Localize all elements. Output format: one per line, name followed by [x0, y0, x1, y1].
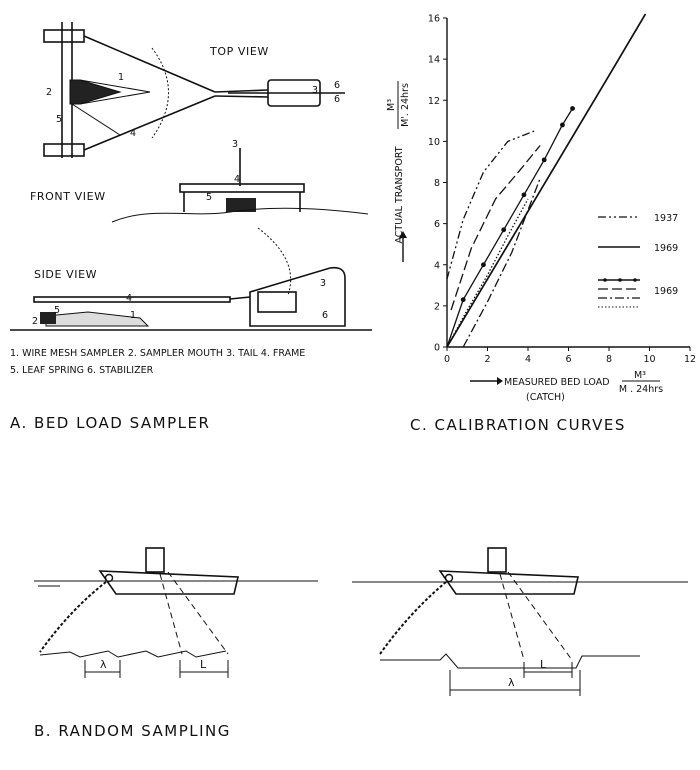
- parts-legend-line-2: 5. LEAF SPRING 6. STABILIZER: [10, 365, 154, 376]
- l-label-left: L: [200, 658, 207, 671]
- side-view-drawing: [10, 266, 372, 331]
- side-part-5-label: 5: [54, 305, 60, 316]
- sampling-scene-left: [34, 547, 318, 678]
- y-tick-label: 8: [434, 178, 440, 189]
- series-line-1969-long-dash: [450, 145, 541, 311]
- series-point: [521, 192, 527, 198]
- side-part-2-label: 2: [32, 316, 38, 327]
- part-2-label: 2: [46, 87, 52, 98]
- series-line-1937-dash-dot-dot: [446, 130, 535, 280]
- caption-a: A. BED LOAD SAMPLER: [10, 414, 210, 432]
- series-point: [570, 106, 575, 111]
- side-view-label: SIDE VIEW: [34, 268, 97, 281]
- y-tick-label: 0: [434, 343, 440, 354]
- front-view-label: FRONT VIEW: [30, 190, 106, 203]
- x-tick-label: 6: [565, 354, 571, 365]
- series-line-1969-solid: [446, 13, 647, 348]
- part-6b-label: 6: [334, 94, 340, 105]
- x-axis-sublabel: (CATCH): [526, 392, 565, 403]
- series-line-1969-solid-dots: [446, 108, 574, 348]
- side-part-1-label: 1: [130, 310, 136, 321]
- y-tick-label: 12: [428, 96, 440, 107]
- y-unit-den: M'. 24hrs: [400, 83, 411, 127]
- part-3-label: 3: [312, 85, 318, 96]
- front-part-4-label: 4: [234, 174, 240, 185]
- l-label-right: L: [540, 658, 547, 671]
- lambda-label-right: λ: [508, 676, 515, 689]
- top-view-label: TOP VIEW: [209, 45, 269, 58]
- side-part-4-label: 4: [126, 293, 132, 304]
- parts-legend-line-1: 1. WIRE MESH SAMPLER 2. SAMPLER MOUTH 3.…: [10, 348, 305, 359]
- part-1-label: 1: [118, 72, 124, 83]
- side-part-3-label: 3: [320, 278, 326, 289]
- part-5-label: 5: [56, 114, 62, 125]
- side-part-6-label: 6: [322, 310, 328, 321]
- y-tick-label: 2: [434, 301, 440, 312]
- x-axis-arrowhead: [497, 377, 503, 385]
- part-6-label: 6: [334, 80, 340, 91]
- y-tick-label: 4: [434, 260, 440, 271]
- x-axis-label: MEASURED BED LOAD: [504, 377, 610, 388]
- legend-1969-b: 1969: [654, 286, 678, 297]
- y-axis-unit: M³ M'. 24hrs: [386, 81, 411, 129]
- series-point: [541, 157, 547, 163]
- x-tick-label: 12: [684, 354, 696, 365]
- x-tick-label: 2: [484, 354, 490, 365]
- front-view-drawing: [111, 148, 369, 223]
- chart-axes: [399, 18, 690, 385]
- part-4-label: 4: [130, 128, 136, 139]
- legend-1937: 1937: [654, 213, 678, 224]
- series-point: [460, 297, 466, 303]
- series-point: [481, 262, 486, 268]
- x-unit-num: M³: [634, 370, 646, 381]
- series-line-1969-dash-dot: [462, 178, 541, 348]
- chart-ticks: 0 2 4 6 8 10 12 0 2 4 6 8 10 12 14 16: [428, 14, 696, 366]
- x-tick-label: 0: [444, 354, 450, 365]
- legend-1969-a: 1969: [654, 243, 678, 254]
- lambda-label-left: λ: [100, 658, 107, 671]
- front-part-3-label: 3: [232, 139, 238, 150]
- caption-c: C. CALIBRATION CURVES: [410, 416, 626, 434]
- chart-legend: 1937 1969 1969: [598, 213, 678, 308]
- panel-a-sampler: TOP VIEW 1 2 3 4 5 6 6 3 4 5 FRONT VIEW: [10, 22, 372, 432]
- y-axis-title: ACTUAL TRANSPORT: [394, 146, 405, 243]
- top-view-drawing: [43, 22, 345, 158]
- y-tick-label: 14: [428, 55, 440, 66]
- y-axis-arrowhead: [399, 231, 407, 238]
- y-unit-num: M³: [386, 99, 397, 111]
- y-tick-label: 10: [428, 137, 440, 148]
- x-tick-label: 4: [525, 354, 531, 365]
- series-point: [560, 122, 565, 128]
- x-unit-den: M . 24hrs: [619, 384, 663, 395]
- caption-b: B. RANDOM SAMPLING: [34, 722, 231, 740]
- panel-b-sampling: λ L L λ B. RANDOM SAMPLING: [34, 547, 688, 740]
- chart-series: [446, 13, 647, 348]
- y-tick-label: 6: [434, 219, 440, 230]
- y-axis-label: ACTUAL TRANSPORT: [394, 146, 405, 243]
- x-tick-label: 8: [606, 354, 612, 365]
- sampling-scene-right: [352, 547, 688, 696]
- y-tick-label: 16: [428, 14, 440, 25]
- front-part-5-label: 5: [206, 192, 212, 203]
- series-point: [501, 227, 507, 233]
- series-line-1969-dotted: [446, 198, 529, 348]
- x-tick-label: 10: [643, 354, 655, 365]
